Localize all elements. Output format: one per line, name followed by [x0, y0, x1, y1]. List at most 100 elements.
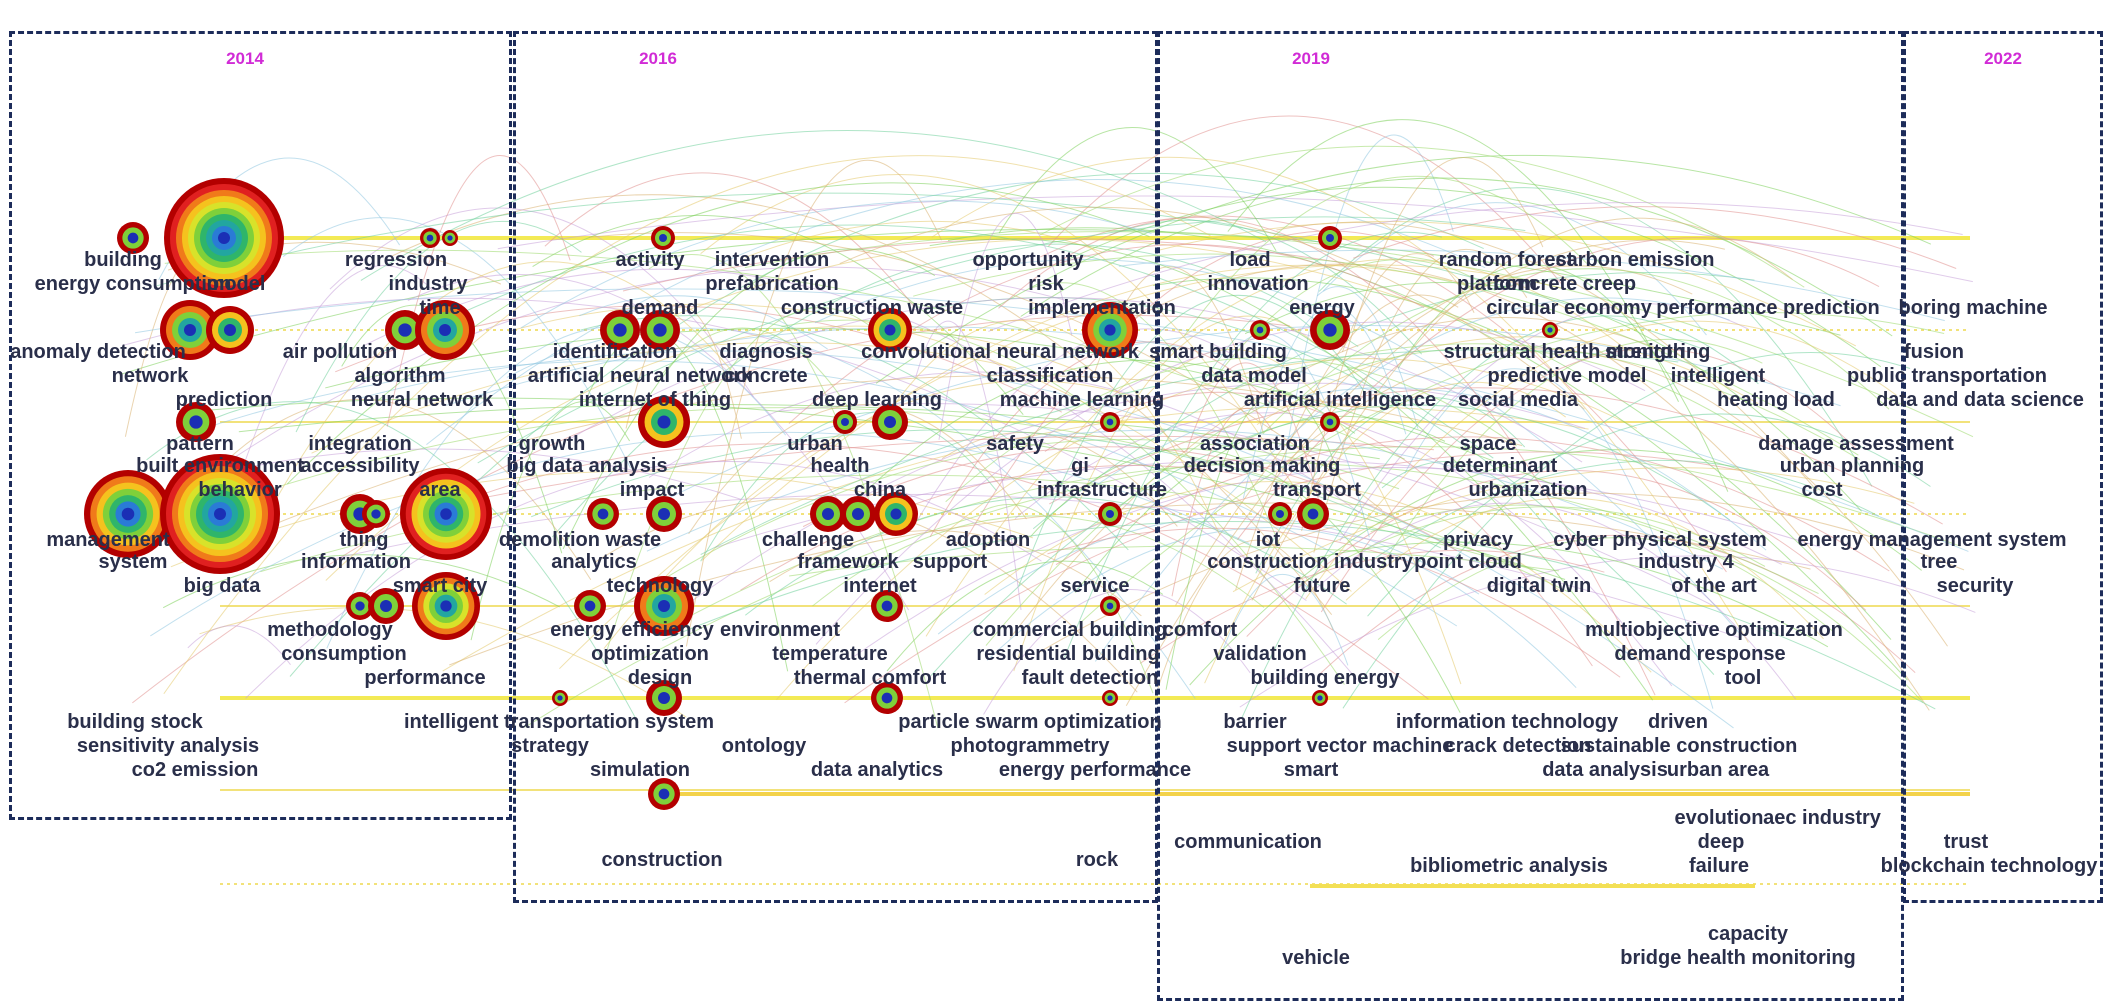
cooccurrence-arc — [931, 156, 1749, 643]
cooccurrence-arc — [520, 200, 1152, 329]
keyword-label: big data — [183, 575, 261, 597]
cooccurrence-arc — [1276, 221, 1818, 492]
cooccurrence-arc — [119, 229, 1841, 376]
keyword-node — [840, 496, 876, 532]
cooccurrence-arc — [162, 554, 560, 609]
cooccurrence-arc — [745, 496, 1347, 616]
cooccurrence-arc — [1316, 286, 1419, 429]
keyword-node — [1297, 498, 1329, 530]
keyword-node — [810, 496, 846, 532]
cooccurrence-arc — [986, 527, 1577, 689]
keyword-label: construction waste — [780, 297, 964, 319]
cooccurrence-arc — [745, 220, 1103, 258]
keyword-label: air pollution — [282, 341, 398, 363]
keyword-label: activity — [615, 249, 685, 271]
keyword-label: industry — [388, 273, 468, 295]
keyword-node — [833, 410, 857, 434]
keyword-node — [346, 592, 374, 620]
cooccurrence-arc — [1404, 368, 1714, 709]
keyword-label: urban planning — [1779, 455, 1925, 477]
cooccurrence-arc — [1305, 320, 1897, 600]
period-box-2019 — [1157, 31, 1904, 1001]
keyword-label: particle swarm optimization — [898, 711, 1162, 733]
keyword-label: built environment — [136, 455, 304, 477]
period-box-2014 — [9, 31, 512, 820]
keyword-label: crack detection — [1444, 735, 1592, 757]
keyword-label: prefabrication — [705, 273, 839, 295]
keyword-node — [415, 300, 475, 360]
cooccurrence-arc — [247, 261, 732, 552]
cooccurrence-arc — [1013, 315, 1321, 672]
keyword-node — [385, 310, 425, 350]
cooccurrence-arc — [186, 448, 742, 500]
keyword-label: security — [1936, 575, 2014, 597]
cooccurrence-arc — [1171, 407, 1273, 597]
keyword-node — [871, 590, 903, 622]
keyword-label: time — [419, 297, 461, 319]
keyword-label: adoption — [945, 529, 1031, 551]
keyword-node — [634, 576, 694, 636]
keyword-node — [1320, 412, 1340, 432]
cooccurrence-arc — [442, 405, 1589, 672]
cooccurrence-arc — [329, 207, 754, 398]
cooccurrence-arc — [740, 464, 1243, 591]
keyword-label: energy efficiency — [550, 619, 714, 641]
keyword-label: space — [1459, 433, 1517, 455]
keyword-label: blockchain technology — [1880, 855, 2098, 877]
cooccurrence-arc — [121, 297, 1307, 601]
keyword-label: intelligent — [1670, 365, 1766, 387]
cooccurrence-arc — [1223, 573, 1349, 666]
keyword-label: demand response — [1614, 643, 1786, 665]
cooccurrence-arc — [532, 214, 1024, 416]
cooccurrence-arc — [579, 295, 828, 350]
keyword-label: energy consumption — [34, 273, 232, 295]
cooccurrence-arc — [983, 589, 1251, 715]
keyword-node — [164, 178, 284, 298]
cooccurrence-arc — [158, 266, 1068, 511]
cooccurrence-arc — [850, 467, 1782, 660]
keyword-label: fusion — [1904, 341, 1964, 363]
keyword-label: aec industry — [1763, 807, 1881, 829]
keyword-label: barrier — [1223, 711, 1287, 733]
keyword-node — [638, 396, 690, 448]
keyword-label: service — [1060, 575, 1130, 597]
cooccurrence-arc — [1235, 294, 1459, 591]
keyword-label: data and data science — [1876, 389, 2084, 411]
keyword-label: circular economy — [1486, 297, 1652, 319]
keyword-label: innovation — [1207, 273, 1309, 295]
cooccurrence-arc — [621, 439, 1400, 606]
keyword-node — [646, 680, 682, 716]
keyword-label: implementation — [1028, 297, 1176, 319]
cooccurrence-arc — [1047, 527, 1621, 678]
period-box-2022 — [1903, 31, 2103, 903]
keyword-node — [117, 222, 149, 254]
cooccurrence-arc — [1039, 145, 1805, 288]
keyword-label: smart city — [392, 575, 488, 597]
keyword-label: intervention — [714, 249, 830, 271]
keyword-node — [442, 230, 458, 246]
keyword-label: environment — [719, 619, 841, 641]
keyword-label: smart building — [1149, 341, 1287, 363]
keyword-label: boring machine — [1898, 297, 2048, 319]
cooccurrence-arc — [1370, 459, 1879, 562]
cooccurrence-arc — [998, 216, 1656, 696]
cooccurrence-arc — [1242, 305, 1407, 499]
cooccurrence-arc — [177, 398, 592, 580]
keyword-label: bibliometric analysis — [1410, 855, 1608, 877]
cooccurrence-arc — [163, 155, 1211, 695]
cooccurrence-arc — [604, 307, 885, 657]
keyword-label: heating load — [1717, 389, 1835, 411]
keyword-label: information — [301, 551, 411, 573]
keyword-label: cost — [1801, 479, 1843, 501]
cooccurrence-arc — [1241, 315, 1759, 719]
cooccurrence-arc — [1312, 541, 1829, 648]
cooccurrence-arc — [1030, 448, 1461, 713]
keyword-label: classification — [986, 365, 1114, 387]
keyword-node — [1098, 502, 1122, 526]
cooccurrence-arc — [815, 321, 1646, 645]
cooccurrence-arc — [589, 238, 1535, 354]
cooccurrence-arc — [477, 216, 1526, 464]
cooccurrence-arc — [998, 127, 1277, 252]
keyword-label: energy — [1289, 297, 1355, 319]
keyword-label: support — [912, 551, 988, 573]
